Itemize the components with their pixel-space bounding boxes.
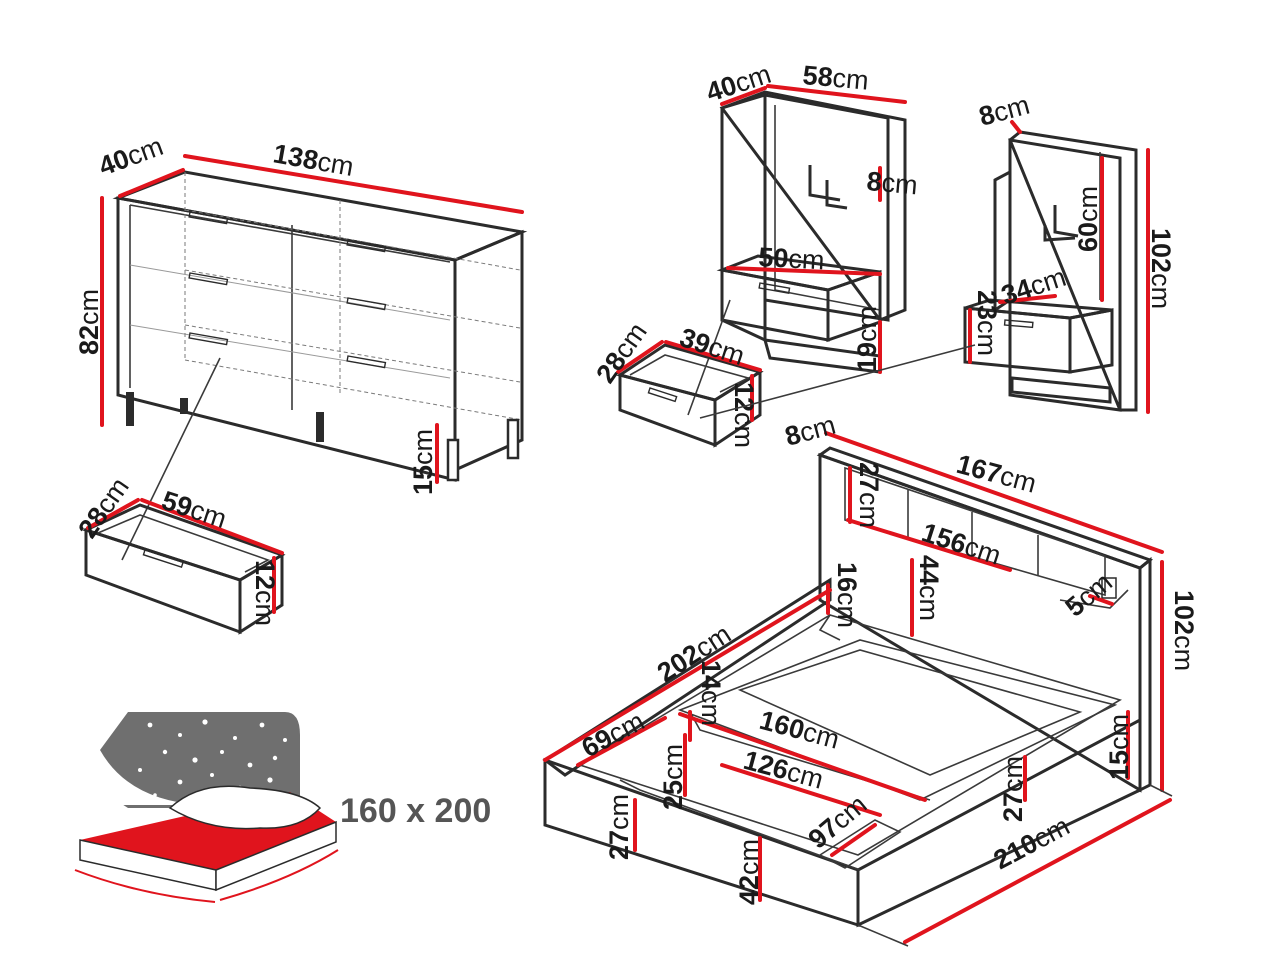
bed-cushion-top-gap-label: 44cm xyxy=(914,555,944,621)
pillow-icon xyxy=(168,785,322,830)
nightstand-right-drawing xyxy=(699,120,1150,419)
bed-foot-inner-height-label: 27cm xyxy=(998,756,1028,822)
bed-cushion-height-label: 27cm xyxy=(854,462,884,528)
nightstand-right-drawer-height-label: 23cm xyxy=(972,290,1002,356)
nightstand-right-panel-height-label: 60cm xyxy=(1073,186,1103,252)
bed-light-gap-label: 5cm xyxy=(1060,567,1118,623)
bed-headboard-depth-label: 8cm xyxy=(782,410,839,452)
bed-floor-clearance-label: 15cm xyxy=(1104,714,1134,780)
bed-side-depth-label: 69cm xyxy=(577,706,649,763)
nightstand-right-height-label: 102cm xyxy=(1146,228,1176,309)
dresser-drawer-drawing xyxy=(81,498,286,635)
nightstand-left-width-label: 58cm xyxy=(801,60,869,96)
dresser-depth-label: 40cm xyxy=(95,131,167,182)
dresser-drawer-height-label: 12cm xyxy=(250,560,280,626)
bed-headboard-height-label: 102cm xyxy=(1169,590,1199,671)
bed-drawing xyxy=(542,431,1173,947)
size-badge-illustration xyxy=(74,712,339,903)
nightstand-left-drawing xyxy=(687,90,907,416)
bed-storage-height-label: 42cm xyxy=(734,839,764,905)
bed-size-badge: 160 x 200 xyxy=(340,792,491,830)
nightstand-left-drawer-drawing xyxy=(616,340,764,448)
dresser-height-label: 82cm xyxy=(74,289,104,355)
nightstand-left-drawer-height-label: 12cm xyxy=(729,382,759,448)
bed-foot-height-label: 27cm xyxy=(604,794,634,860)
nightstand-right-side-panel-label: 8cm xyxy=(976,90,1033,132)
dresser-leg-label: 15cm xyxy=(408,429,438,495)
dresser-drawer-width-label: 59cm xyxy=(158,485,230,534)
nightstand-left-side-panel-label: 8cm xyxy=(865,166,918,200)
nightstand-left-drawer-width-label: 39cm xyxy=(676,322,748,371)
bed-rail-height-label: 14cm xyxy=(696,660,726,726)
bed-inner-height-label: 25cm xyxy=(658,744,688,810)
dresser-drawing xyxy=(100,154,528,561)
star-headboard-panel xyxy=(100,712,300,808)
bed-frame-top-label: 16cm xyxy=(832,562,862,628)
nightstand-left-shelf-height-label: 19cm xyxy=(852,306,882,372)
nightstand-left-shelf-width-label: 50cm xyxy=(758,242,826,275)
